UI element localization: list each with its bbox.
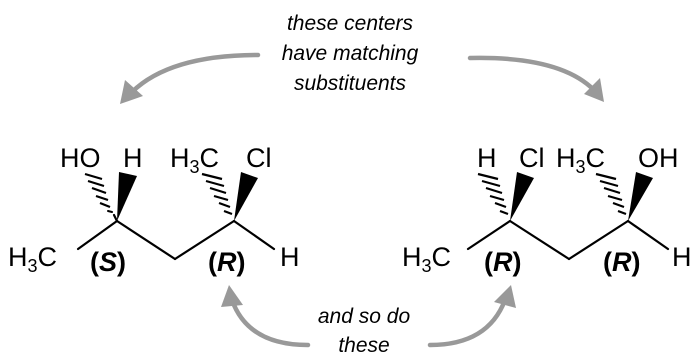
left-h3c-top-label: H3C xyxy=(170,143,219,177)
bottom-right-arrow xyxy=(427,285,516,348)
right-c1-wedge-bond xyxy=(510,172,534,221)
right-bond-ch2-c2 xyxy=(567,219,630,261)
left-h-top-label: H xyxy=(123,143,143,173)
bottom-annotation-line-1: and so do xyxy=(318,305,411,328)
left-c1-wedge-bond xyxy=(117,172,137,221)
bottom-annotation-line-2: these xyxy=(338,334,389,357)
bottom-annotation: and so do these xyxy=(318,305,411,357)
left-c2-wedge-bond xyxy=(234,172,258,221)
left-c1-hashed-bond xyxy=(84,172,119,223)
left-cl-label: Cl xyxy=(246,143,272,173)
right-bond-methyl-c1 xyxy=(466,219,512,251)
right-config-1: (R) xyxy=(484,247,522,277)
left-bond-ch2-c2 xyxy=(173,219,236,261)
right-h3c-label: H3C xyxy=(402,242,451,276)
top-annotation-line-3: substituents xyxy=(294,72,407,95)
left-bond-methyl-c1 xyxy=(76,219,119,251)
left-molecule: HO H H3C Cl H3C (S) (R) H xyxy=(8,143,300,277)
left-bond-c1-ch2 xyxy=(115,219,177,261)
bottom-left-arrow xyxy=(221,285,311,348)
right-molecule: H Cl H3C OH H3C (R) (R) H xyxy=(402,143,692,277)
left-c2-hashed-bond xyxy=(201,172,233,216)
left-bond-c2-h xyxy=(232,219,276,251)
right-bond-c1-ch2 xyxy=(508,219,571,261)
right-c2-hashed-bond xyxy=(595,172,627,216)
right-cl-label: Cl xyxy=(519,143,545,173)
right-oh-label: OH xyxy=(638,143,679,173)
top-annotation-line-1: these centers xyxy=(287,12,414,35)
top-right-arrow xyxy=(467,55,604,102)
right-bond-c2-h xyxy=(626,219,670,251)
right-h-top-label: H xyxy=(477,143,497,173)
left-config-2: (R) xyxy=(208,247,246,277)
top-annotation-line-2: have matching xyxy=(282,42,419,65)
right-h3c-top-label: H3C xyxy=(556,143,605,177)
left-h3c-label: H3C xyxy=(8,242,57,276)
left-ho-label: HO xyxy=(60,143,101,173)
left-h-right-label: H xyxy=(280,242,300,272)
left-config-1: (S) xyxy=(90,247,126,277)
right-c2-wedge-bond xyxy=(628,172,653,221)
right-h-right-label: H xyxy=(672,242,692,272)
top-annotation: these centers have matching substituents xyxy=(282,12,419,95)
top-left-arrow xyxy=(120,52,261,104)
right-config-2: (R) xyxy=(603,247,641,277)
right-c1-hashed-bond xyxy=(477,172,509,216)
